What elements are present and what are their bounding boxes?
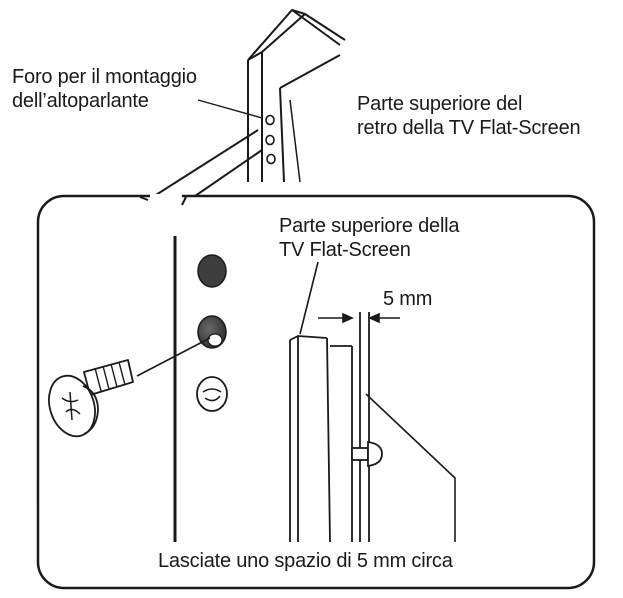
label-rear-top-line1: Parte superiore del — [357, 93, 523, 115]
label-tv-top-line1: Parte superiore della — [279, 215, 460, 237]
screw-alignment-line — [136, 337, 211, 377]
side-screw — [351, 440, 383, 468]
label-tv-top-line2: TV Flat-Screen — [279, 239, 411, 261]
tv-top-leader-line — [299, 261, 319, 335]
screw — [48, 359, 134, 438]
label-tv-top: Parte superiore della TV Flat-Screen — [279, 214, 460, 262]
label-rear-top-line2: retro della TV Flat-Screen — [357, 117, 581, 139]
label-mounting-hole-line2: dell’altoparlante — [12, 90, 149, 112]
tv-side-view — [289, 312, 370, 543]
label-mounting-hole: Foro per il montaggio dell’altoparlante — [12, 65, 197, 113]
label-rear-top: Parte superiore del retro della TV Flat-… — [357, 92, 581, 140]
label-leave-space: Lasciate uno spazio di 5 mm circa — [158, 550, 453, 572]
rear-mounting-holes — [265, 114, 276, 165]
callout-connector — [147, 129, 263, 206]
label-gap: 5 mm — [383, 288, 433, 310]
tv-rear-corner — [247, 9, 346, 183]
gap-dimension — [318, 312, 400, 324]
mounted-screw-head — [196, 376, 228, 412]
label-mounting-hole-line1: Foro per il montaggio — [12, 66, 197, 88]
leave-space-leader-line — [365, 393, 456, 542]
hole-leader-line — [197, 99, 263, 119]
mounting-hole-top — [197, 254, 227, 288]
